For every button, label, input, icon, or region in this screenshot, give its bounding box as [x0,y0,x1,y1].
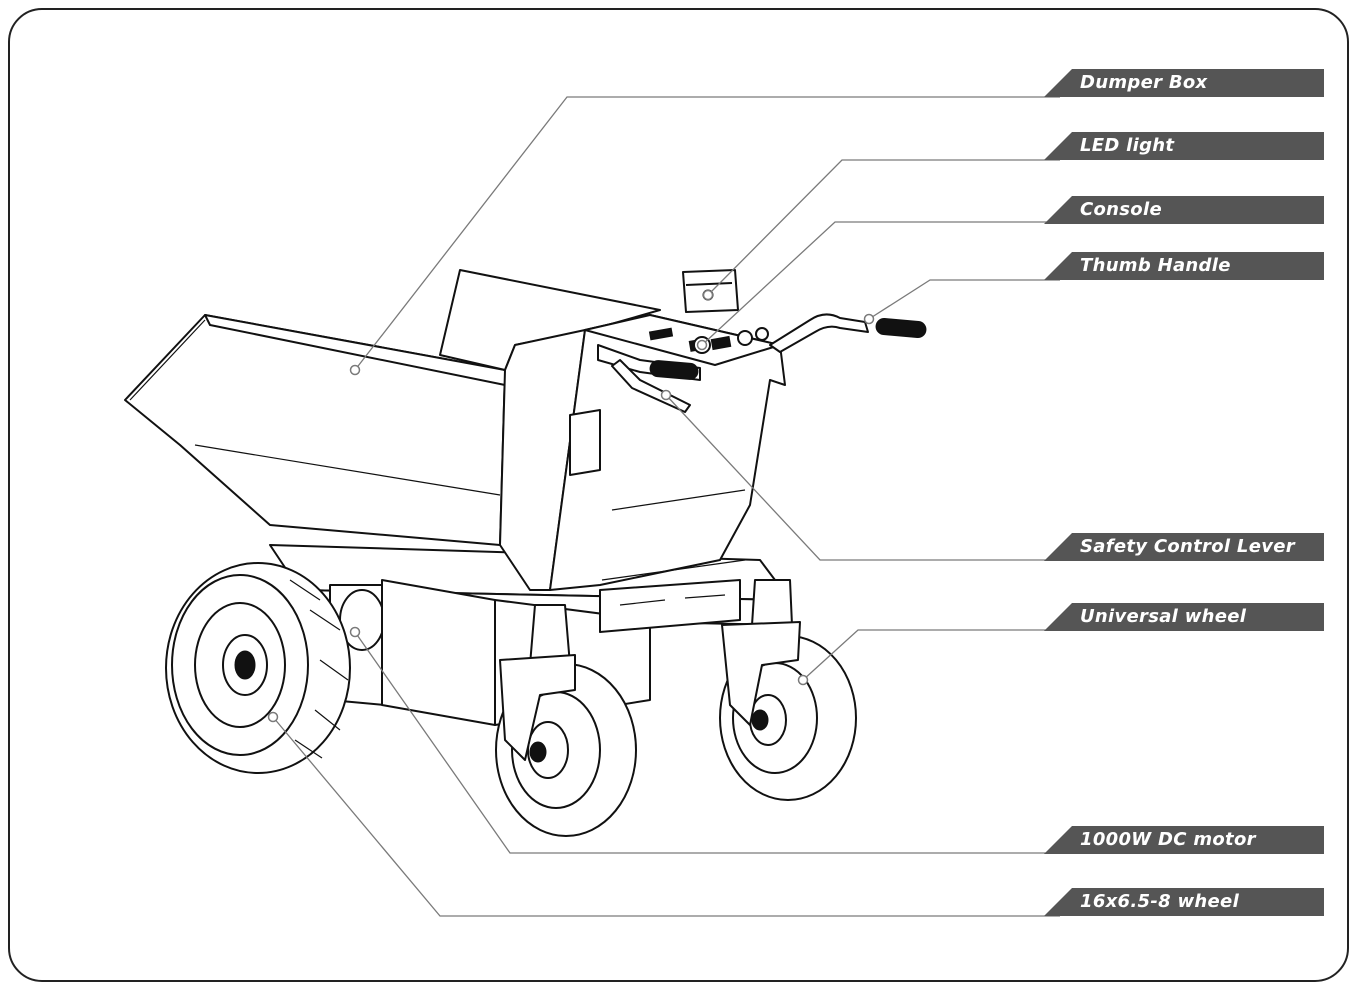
leader-led-light [707,159,1060,296]
anchor-dumper-box [349,364,361,376]
anchor-dc-motor [349,626,361,638]
callout-label-text: Safety Control Lever [1080,536,1295,557]
anchor-wheel [267,711,279,723]
callout-safety-control-lever: Safety Control Lever [1044,533,1324,561]
callout-wheel: 16x6.5-8 wheel [1044,888,1324,916]
machine-illustration [124,269,927,837]
leader-lines [267,96,1060,917]
callout-console: Console [1044,196,1324,224]
callout-label-text: Console [1080,199,1162,220]
leader-dc-motor [354,631,1060,854]
anchor-led-light [702,289,714,301]
callout-label-text: 1000W DC motor [1080,829,1256,850]
leader-safety-lever [665,394,1060,561]
leader-wheel [272,716,1060,917]
anchor-safety-lever [660,389,672,401]
diagram-frame [8,8,1349,982]
leader-universal-wheel [802,629,1060,681]
anchor-universal-wheel [797,674,809,686]
callout-label-text: Dumper Box [1080,72,1208,93]
callout-dc-motor: 1000W DC motor [1044,826,1324,854]
callout-label-text: 16x6.5-8 wheel [1080,891,1240,912]
callout-universal-wheel: Universal wheel [1044,603,1324,631]
leader-console [701,221,1060,346]
callout-thumb-handle: Thumb Handle [1044,252,1324,280]
callout-led-light: LED light [1044,132,1324,160]
anchor-console [696,339,708,351]
callout-dumper-box: Dumper Box [1044,69,1324,97]
leader-dumper-box [354,96,1060,371]
callout-label-text: LED light [1080,135,1175,156]
anchor-thumb-handle [863,313,875,325]
callout-label-text: Universal wheel [1080,606,1247,627]
leader-thumb-handle [868,279,1060,320]
callout-label-text: Thumb Handle [1080,255,1231,276]
